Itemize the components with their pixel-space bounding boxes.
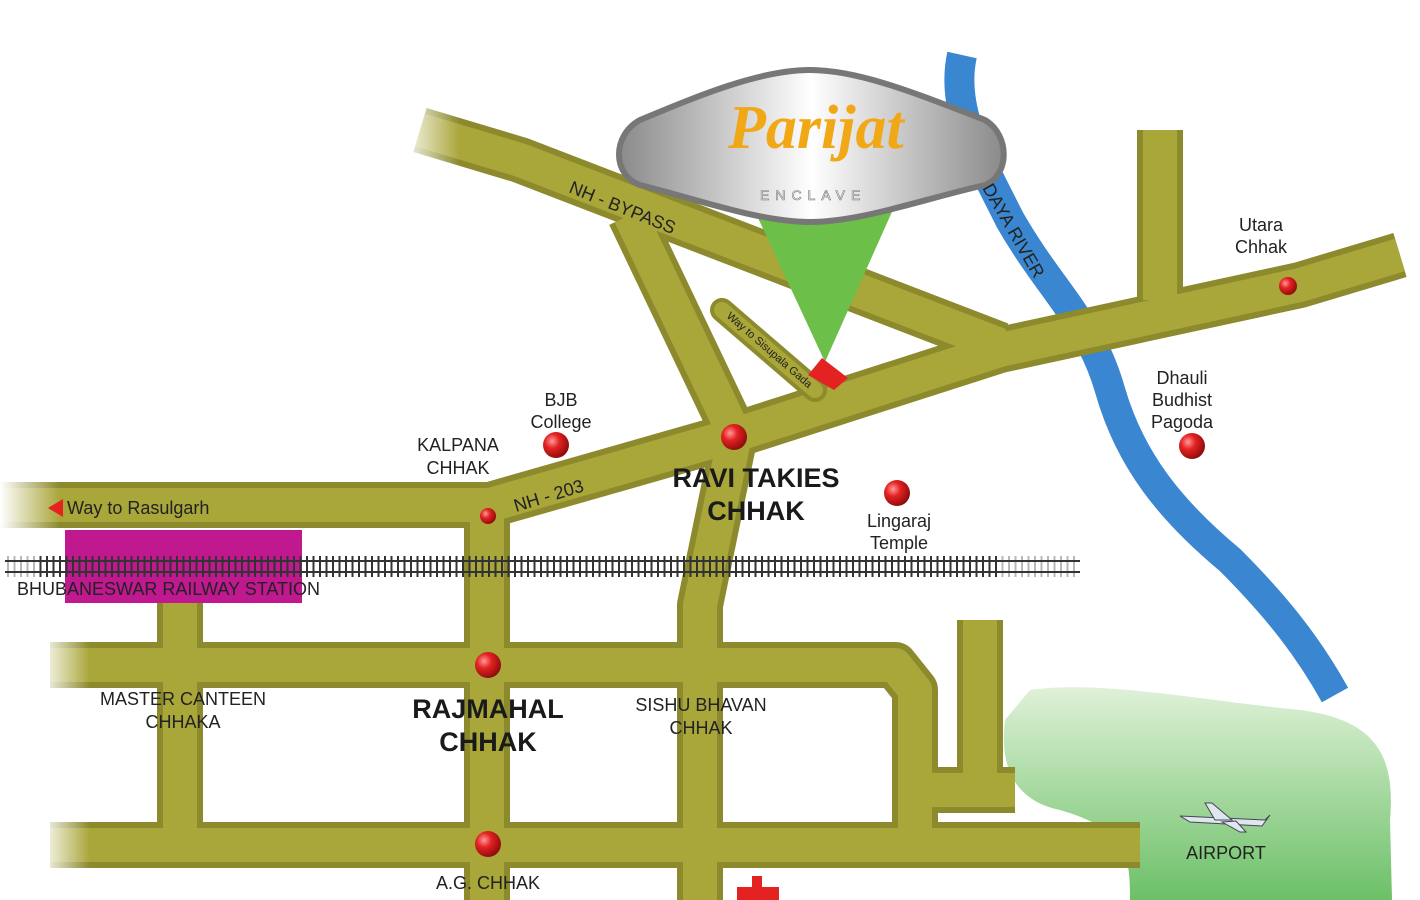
master-label-2: CHHAKA (145, 712, 220, 732)
dhauli-label-1: Dhauli (1156, 368, 1207, 388)
sishu-label-1: SISHU BHAVAN (635, 695, 766, 715)
master-label-1: MASTER CANTEEN (100, 689, 266, 709)
marker-kalpana (480, 508, 496, 524)
parijat-logo: Parijat ENCLAVE (616, 66, 1007, 226)
airplane-icon (1179, 802, 1271, 833)
road-network (0, 100, 1407, 900)
airport-label: AIRPORT (1186, 843, 1266, 863)
marker-lingaraj (884, 480, 910, 506)
railway-track (5, 556, 1080, 577)
marker-bjb (543, 432, 569, 458)
logo-subtitle: ENCLAVE (760, 187, 866, 203)
sishu-label-2: CHHAK (669, 718, 732, 738)
lingaraj-label-2: Temple (870, 533, 928, 553)
sisupala-label: Way to Sisupala Gada (724, 310, 815, 391)
logo-name: Parijat (727, 94, 905, 162)
dhauli-label-3: Pagoda (1151, 412, 1214, 432)
ag-label: A.G. CHHAK (436, 873, 540, 893)
bjb-label-2: College (530, 412, 591, 432)
marker-ravi (721, 424, 747, 450)
location-pointer (752, 205, 895, 362)
kalpana-label-1: KALPANA (417, 435, 499, 455)
junction-markers (475, 277, 1297, 857)
marker-dhauli (1179, 433, 1205, 459)
ravi-label-1: RAVI TAKIES (672, 463, 839, 493)
airport-area (1003, 687, 1392, 900)
lingaraj-label-1: Lingaraj (867, 511, 931, 531)
railway-station-label: BHUBANESWAR RAILWAY STATION (17, 579, 320, 599)
dhauli-label-2: Budhist (1152, 390, 1212, 410)
rajmahal-label-2: CHHAK (439, 727, 537, 757)
bjb-label-1: BJB (544, 390, 577, 410)
marker-ag (475, 831, 501, 857)
site-marker (808, 358, 848, 390)
rasulgarh-label: Way to Rasulgarh (67, 498, 209, 518)
utara-label-1: Utara (1239, 215, 1284, 235)
rajmahal-label-1: RAJMAHAL (412, 694, 564, 724)
marker-utara (1279, 277, 1297, 295)
marker-rajmahal (475, 652, 501, 678)
kalpana-label-2: CHHAK (426, 458, 489, 478)
ravi-label-2: CHHAK (707, 496, 805, 526)
hospital-icon (737, 876, 779, 900)
utara-label-2: Chhak (1235, 237, 1288, 257)
arrow-left-icon (48, 499, 63, 517)
